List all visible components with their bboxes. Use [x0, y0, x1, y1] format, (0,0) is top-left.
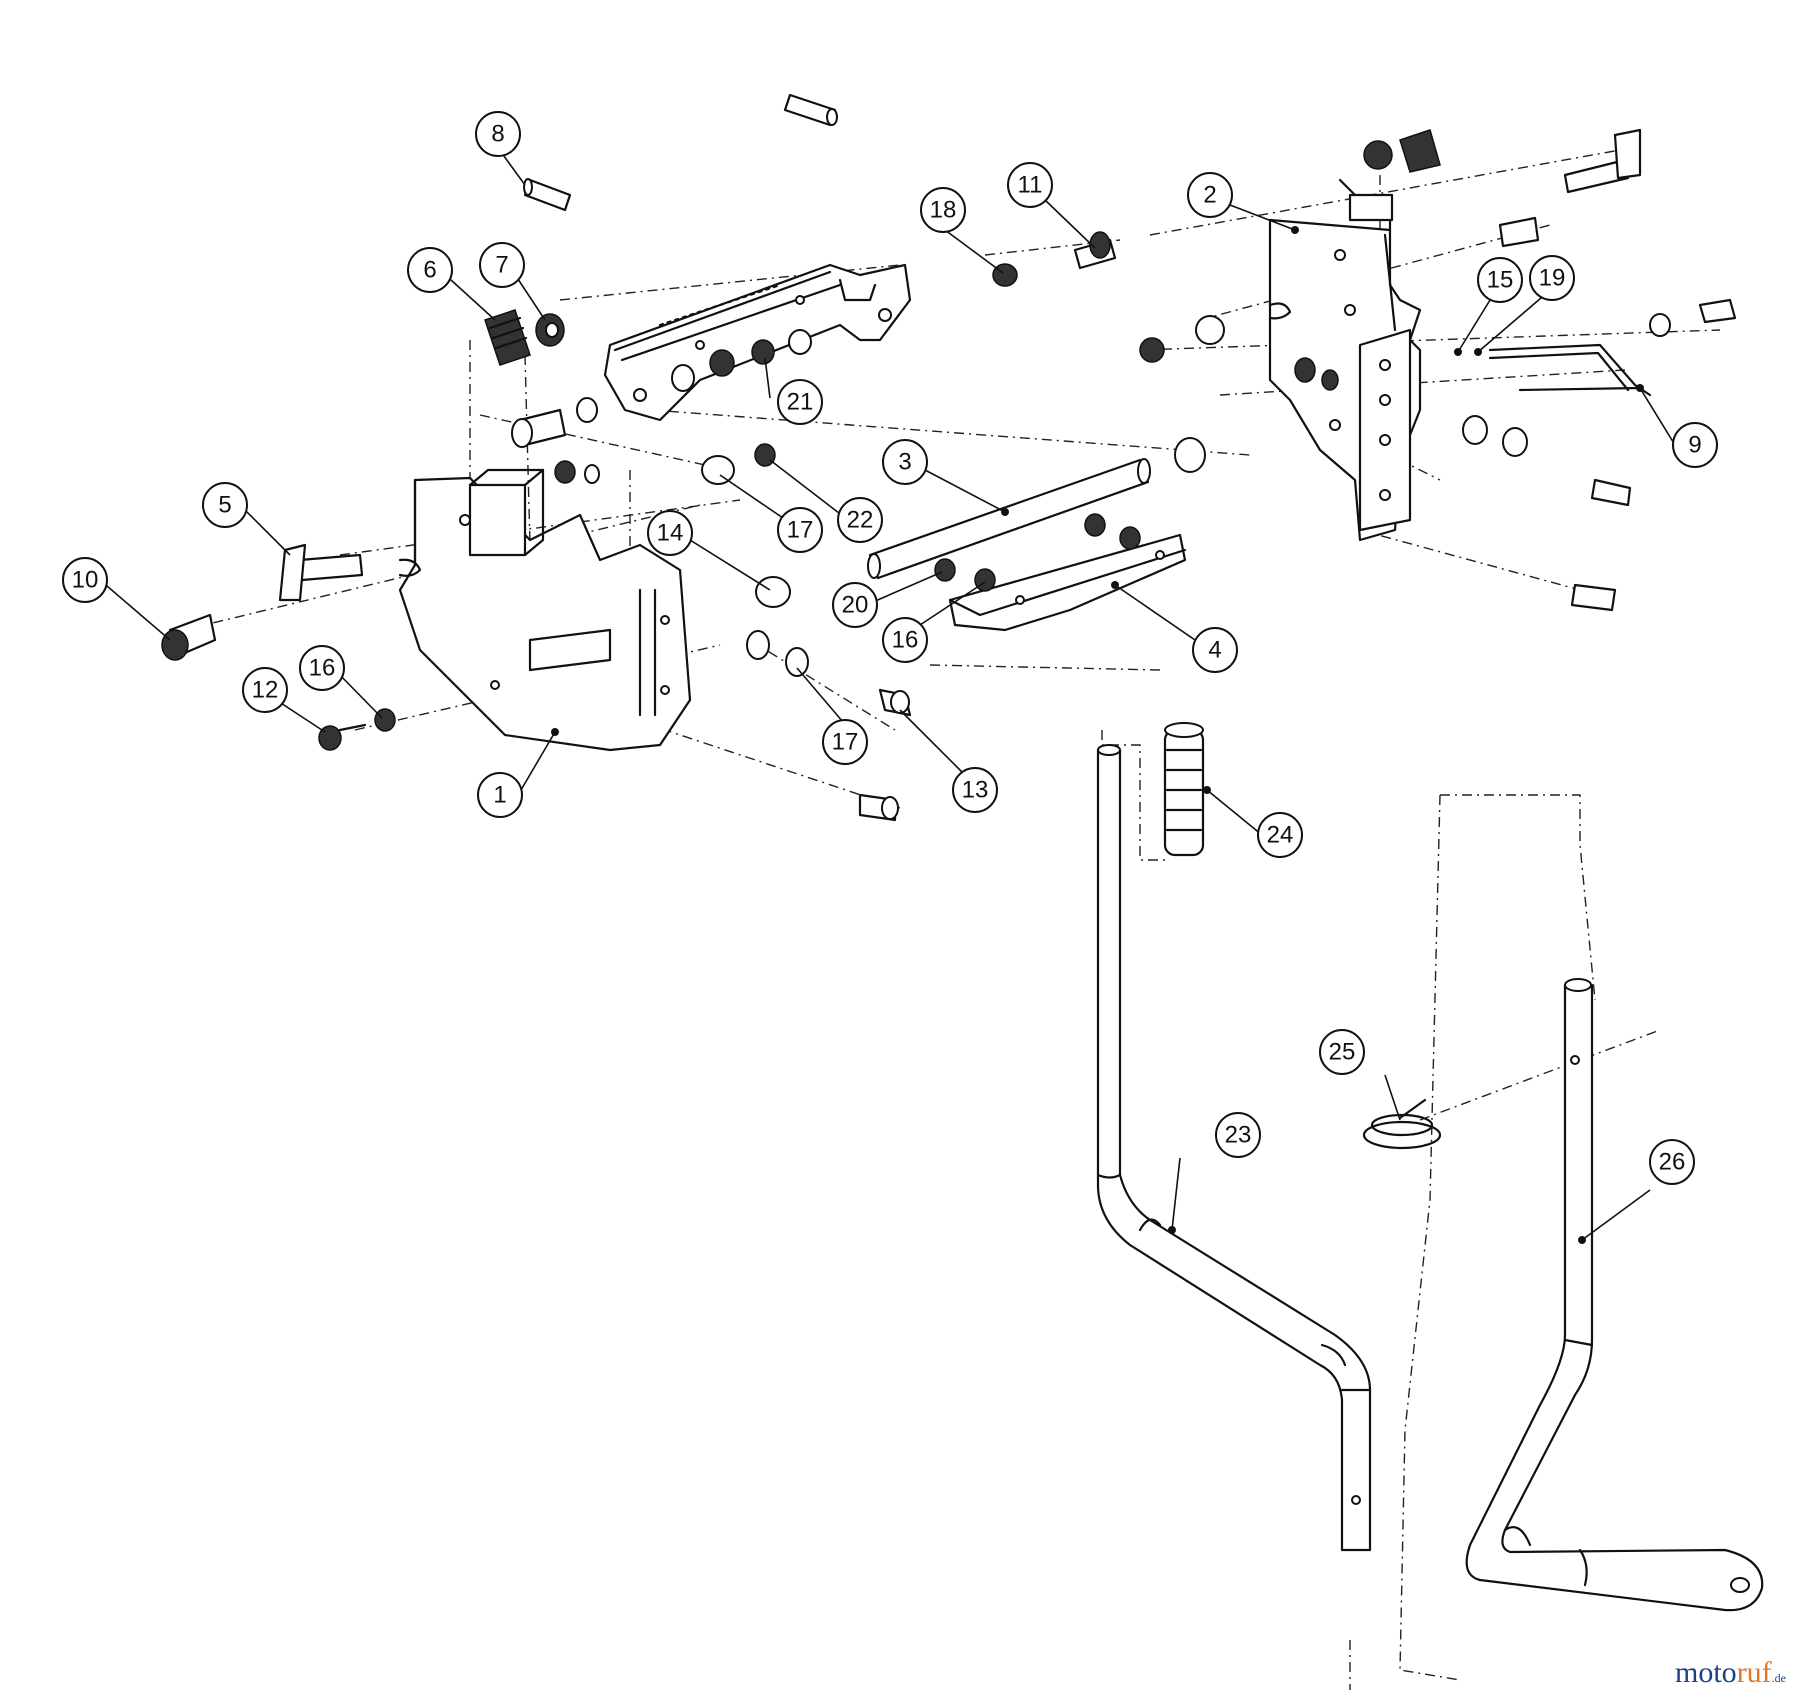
svg-text:22: 22: [847, 507, 874, 534]
callout-23: 23: [1215, 1112, 1261, 1158]
callout-17-top: 17: [777, 507, 823, 553]
svg-text:26: 26: [1659, 1149, 1686, 1176]
handle-23: [1096, 744, 1372, 1552]
svg-text:8: 8: [491, 121, 504, 148]
right-bracket: [1268, 178, 1422, 542]
svg-text:6: 6: [423, 257, 436, 284]
svg-text:2: 2: [1203, 182, 1216, 209]
clip-25: [1362, 1098, 1442, 1150]
callout-10: 10: [62, 557, 108, 603]
svg-text:18: 18: [930, 197, 957, 224]
svg-text:17: 17: [787, 517, 814, 544]
hardware: [161, 93, 1737, 822]
callouts: 1 2 3 4 5 6 7 8 9 10 11 12 13 14 15 16 1…: [62, 111, 1718, 1185]
callout-11: 11: [1007, 162, 1053, 208]
leader-dots: [551, 226, 1644, 1244]
svg-text:16: 16: [309, 655, 336, 682]
callout-24: 24: [1257, 812, 1303, 858]
svg-text:5: 5: [218, 492, 231, 519]
callout-20: 20: [832, 582, 878, 628]
svg-text:14: 14: [657, 520, 684, 547]
callout-1: 1: [477, 772, 523, 818]
watermark-main: moto: [1675, 1656, 1737, 1689]
svg-text:10: 10: [72, 567, 99, 594]
handle-26: [1465, 978, 1764, 1612]
callout-4: 4: [1192, 627, 1238, 673]
callout-18: 18: [920, 187, 966, 233]
watermark-tld: .de: [1771, 1671, 1786, 1685]
svg-text:21: 21: [787, 389, 814, 416]
callout-6: 6: [407, 247, 453, 293]
watermark-accent: ruf: [1736, 1656, 1772, 1689]
svg-text:19: 19: [1539, 265, 1566, 292]
assembly-lines: [191, 149, 1721, 1690]
callout-19: 19: [1529, 255, 1575, 301]
svg-text:17: 17: [832, 729, 859, 756]
rod-3: [867, 458, 1151, 580]
svg-text:25: 25: [1329, 1039, 1356, 1066]
svg-text:24: 24: [1267, 822, 1294, 849]
callout-16-right: 16: [882, 617, 928, 663]
callout-22: 22: [837, 497, 883, 543]
watermark-logo: motoruf.de: [1675, 1656, 1786, 1690]
callout-26: 26: [1649, 1139, 1695, 1185]
svg-text:1: 1: [493, 782, 506, 809]
callout-9: 9: [1672, 422, 1718, 468]
svg-text:13: 13: [962, 777, 989, 804]
left-bracket-plate: [398, 468, 692, 752]
callout-5: 5: [202, 482, 248, 528]
callout-13: 13: [952, 767, 998, 813]
svg-text:15: 15: [1487, 267, 1514, 294]
svg-text:9: 9: [1688, 432, 1701, 459]
callout-7: 7: [479, 242, 525, 288]
callout-8: 8: [475, 111, 521, 157]
angle-bar-4: [948, 533, 1187, 632]
callout-25: 25: [1319, 1029, 1365, 1075]
callout-3: 3: [882, 439, 928, 485]
svg-text:11: 11: [1018, 172, 1043, 199]
svg-text:12: 12: [252, 677, 279, 704]
svg-text:23: 23: [1225, 1122, 1252, 1149]
callout-2: 2: [1187, 172, 1233, 218]
callout-17-bottom: 17: [822, 719, 868, 765]
callout-16-left: 16: [299, 645, 345, 691]
svg-text:20: 20: [842, 592, 869, 619]
callout-12: 12: [242, 667, 288, 713]
grip-24: [1163, 722, 1205, 857]
callout-14: 14: [647, 510, 693, 556]
callout-21: 21: [777, 379, 823, 425]
svg-text:16: 16: [892, 627, 919, 654]
svg-text:4: 4: [1208, 637, 1221, 664]
svg-text:3: 3: [898, 449, 911, 476]
callout-15: 15: [1477, 257, 1523, 303]
svg-text:7: 7: [495, 252, 508, 279]
